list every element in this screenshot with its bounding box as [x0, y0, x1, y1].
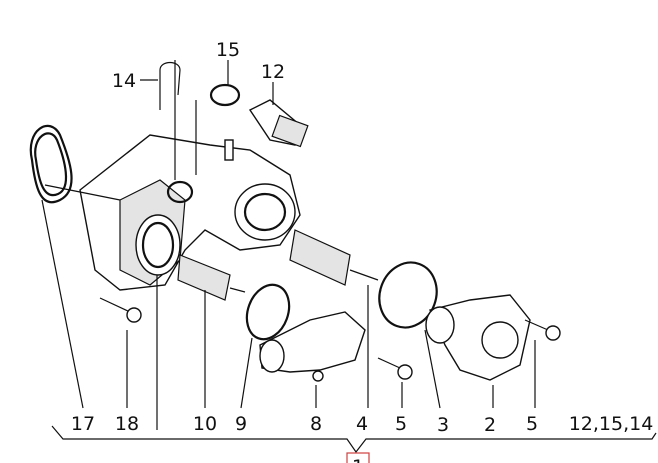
thermostat-housing [79, 134, 301, 291]
part-17-gasket [29, 124, 73, 204]
callout-4: 4 [356, 413, 368, 435]
part-9-o-ring [245, 283, 291, 341]
callout-10: 10 [193, 413, 217, 435]
part-2-pump-housing [425, 294, 531, 381]
callout-12-15-14: 12,15,14 [569, 413, 654, 435]
part-3-o-ring [378, 261, 438, 329]
part-10-thermostat [177, 254, 246, 301]
callout-15: 15 [216, 39, 240, 61]
callout-5: 5 [395, 413, 407, 435]
part-14-clip [159, 61, 181, 110]
part-12-temperature-sensor [248, 99, 309, 148]
part-5-screw-2 [524, 319, 561, 341]
callout-12: 12 [261, 61, 285, 83]
callout-18: 18 [115, 413, 139, 435]
leader-lines [41, 60, 536, 430]
part-5-screw [377, 357, 413, 380]
callout-5b: 5 [526, 413, 538, 435]
callout-14: 14 [112, 70, 136, 92]
callout-9: 9 [235, 413, 247, 435]
part-15-o-ring [209, 83, 241, 107]
callout-17: 17 [71, 413, 95, 435]
part-8-coolant-flange [259, 311, 366, 382]
callout-2: 2 [484, 414, 496, 436]
part-4-thermostat [289, 229, 379, 286]
assembly-bracket [51, 425, 657, 454]
assembly-ref-number: 1 [352, 456, 364, 463]
assembly-ref-box [346, 452, 370, 463]
callout-8: 8 [310, 413, 322, 435]
callout-3: 3 [437, 414, 449, 436]
part-18-screw [99, 297, 142, 323]
